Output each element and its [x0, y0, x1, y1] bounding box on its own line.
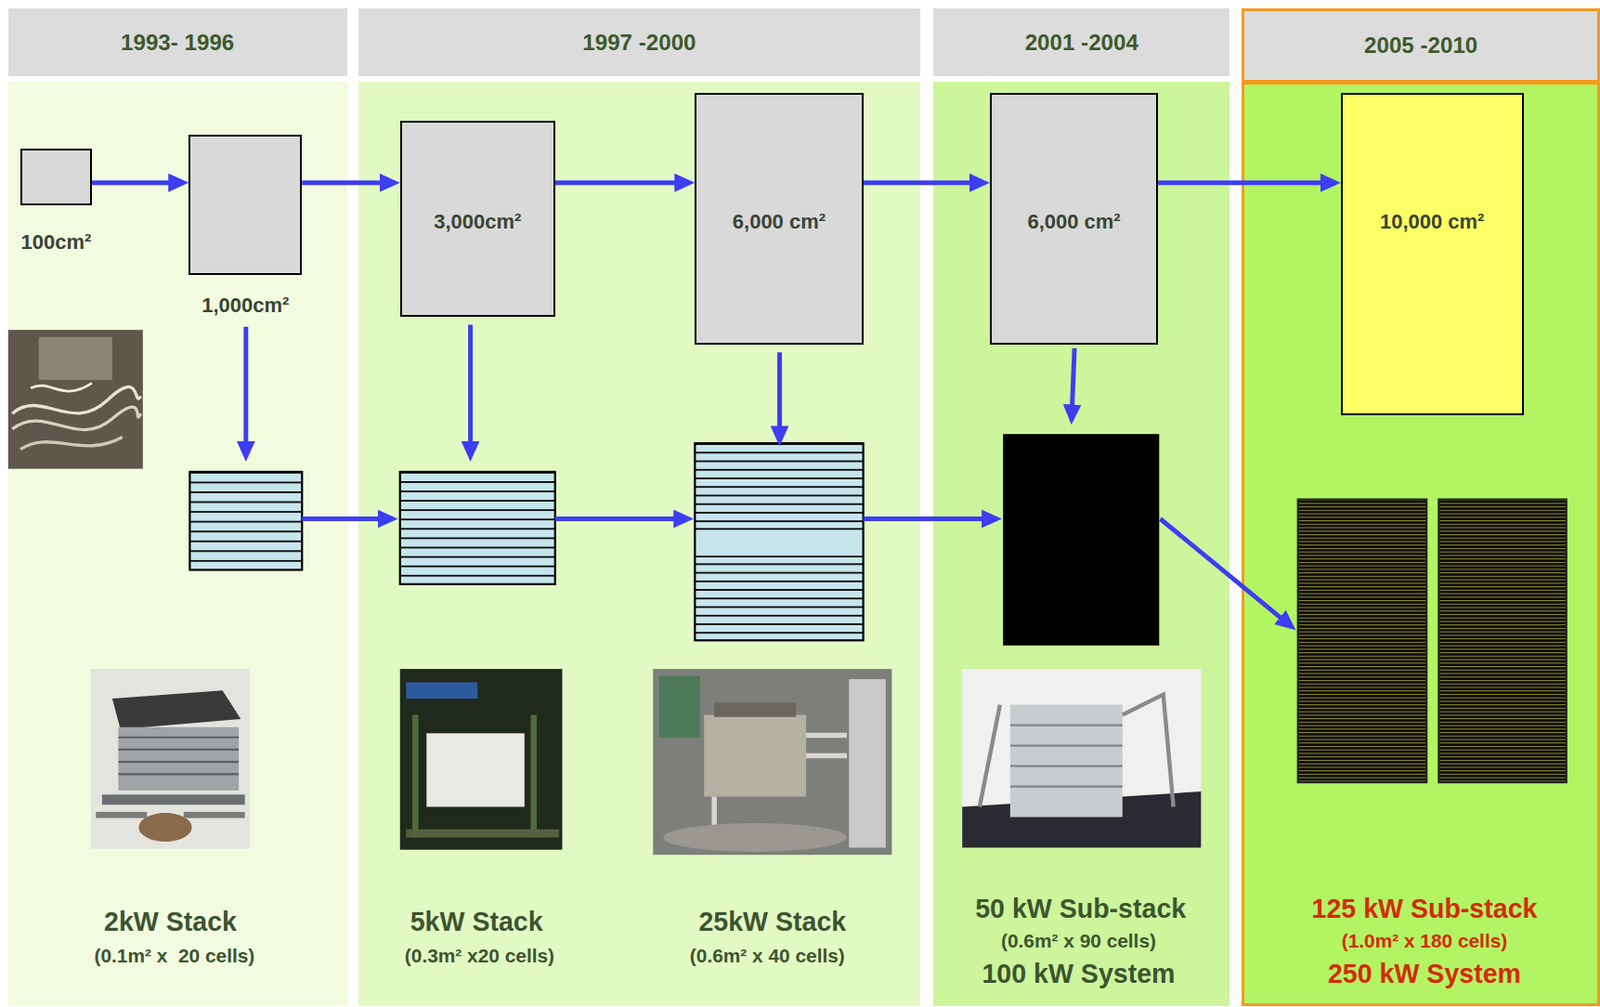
stack-spec: (0.1m² x 20 cells) [94, 944, 256, 966]
stack-caption: 2kW Stack [104, 906, 237, 937]
period-band: 2005 -2010 10,000 cm² [1241, 8, 1600, 1007]
stack-caption: 25kW Stack [698, 906, 846, 937]
plate-text-slot: 1,000cm² [201, 293, 289, 318]
caption-slot: 25kW Stack [698, 906, 846, 937]
caption-slot: (0.6m² x 90 cells) [1001, 929, 1157, 952]
stack-caption: 50 kW Sub-stack [975, 892, 1186, 923]
stack-spec: (0.6m² x 90 cells) [1001, 929, 1157, 951]
caption-slot: 50 kW Sub-stack [975, 892, 1186, 924]
stack-caption: 125 kW Sub-stack [1312, 892, 1538, 923]
plate-text-slot: 6,000 cm² [1027, 209, 1120, 235]
electrode-plate: 100cm² [20, 148, 92, 205]
stack-spec: (1.0m² x 180 cells) [1341, 929, 1509, 951]
stack-caption: 100 kW System [981, 958, 1175, 989]
caption-slot: 125 kW Sub-stack [1312, 892, 1538, 924]
period-label: 2001 -2004 [1025, 29, 1139, 56]
caption-slot: 2kW Stack [104, 906, 237, 937]
plate-area-label: 100cm² [21, 230, 92, 254]
plate-area-label: 3,000cm² [433, 209, 521, 234]
plate-text-slot: 3,000cm² [433, 209, 521, 235]
period-band: 1993- 1996 100cm² 1,000cm² [8, 8, 348, 1007]
period-header: 1993- 1996 [8, 8, 348, 78]
plate-text-slot: 10,000 cm² [1379, 209, 1484, 235]
electrode-plate: 10,000 cm² [1340, 92, 1524, 416]
period-band: 1997 -2000 3,000cm² 6,000 cm² [358, 8, 921, 1007]
stack-caption: 5kW Stack [410, 906, 544, 937]
period-label: 1997 -2000 [582, 29, 696, 56]
stack-caption: (0.3m² x20 cells) [404, 944, 555, 966]
caption-slot: (1.0m² x 180 cells) [1341, 929, 1509, 952]
plate-text-slot: 100cm² [21, 230, 92, 255]
caption-slot: (0.1m² x 20 cells) [94, 944, 256, 967]
stack-spec: (0.6m² x 40 cells) [689, 944, 846, 966]
electrode-plate: 6,000 cm² [694, 92, 863, 345]
plate-area-label: 1,000cm² [201, 293, 289, 317]
caption-slot: (0.6m² x 40 cells) [689, 944, 846, 967]
period-header: 2001 -2004 [933, 8, 1230, 78]
period-header: 2005 -2010 [1244, 11, 1598, 85]
plate-area-label: 6,000 cm² [732, 209, 826, 234]
electrode-plate: 1,000cm² [188, 134, 302, 275]
caption-slot: 250 kW System [1327, 958, 1522, 989]
plate-area-label: 6,000 cm² [1027, 209, 1120, 234]
period-band: 2001 -2004 6,000 cm² [933, 8, 1230, 1007]
plate-area-label: 10,000 cm² [1379, 209, 1484, 234]
caption-slot: 5kW Stack [410, 906, 544, 937]
plate-text-slot: 6,000 cm² [732, 209, 826, 235]
electrode-plate: 6,000 cm² [989, 92, 1158, 345]
caption-slot: (0.3m² x20 cells) [404, 944, 555, 967]
caption-slot: 100 kW System [981, 958, 1175, 989]
stack-caption: 250 kW System [1327, 958, 1522, 989]
period-label: 1993- 1996 [120, 29, 235, 56]
period-label: 2005 -2010 [1364, 32, 1478, 59]
period-header: 1997 -2000 [358, 8, 921, 78]
electrode-plate: 3,000cm² [400, 120, 556, 317]
